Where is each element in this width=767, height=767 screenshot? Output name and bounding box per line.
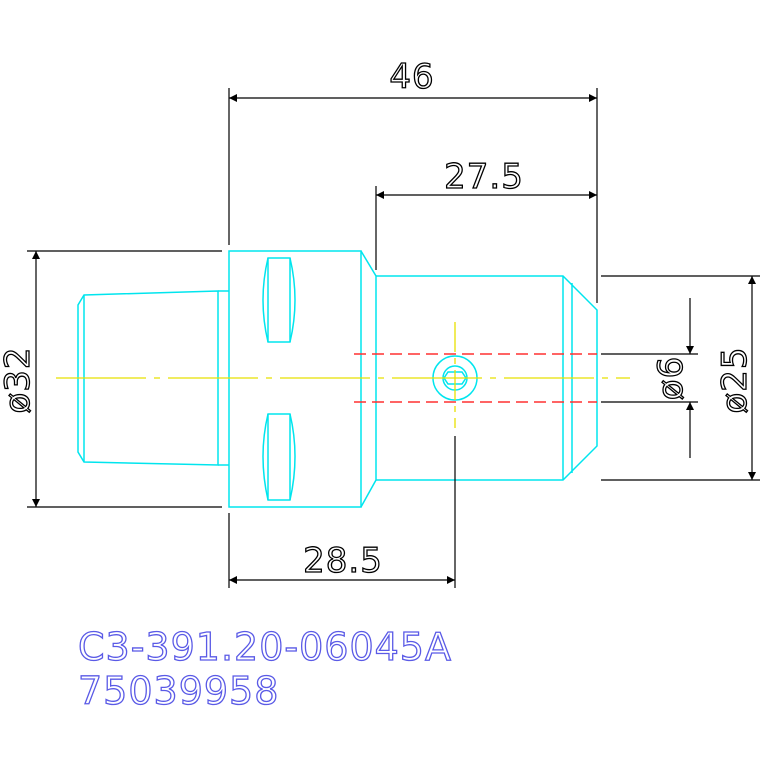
- dim-25-label: ø25: [715, 346, 755, 413]
- part-code: C3-391.20-06045A: [78, 625, 452, 669]
- dim-27-5-label: 27.5: [444, 157, 524, 197]
- hidden-bore-lines: [354, 353, 597, 403]
- dim-32-label: ø32: [0, 346, 38, 413]
- centerlines: [56, 322, 630, 428]
- dim-46-label: 46: [389, 57, 434, 97]
- dim-6-label: ø6: [651, 356, 691, 400]
- part-outline: [77, 250, 598, 508]
- dim-28-5-label: 28.5: [303, 541, 383, 581]
- dimension-lines: [27, 88, 760, 588]
- part-number: 75039958: [78, 669, 279, 713]
- body-outline: [376, 275, 598, 481]
- flange-outline: [228, 250, 362, 508]
